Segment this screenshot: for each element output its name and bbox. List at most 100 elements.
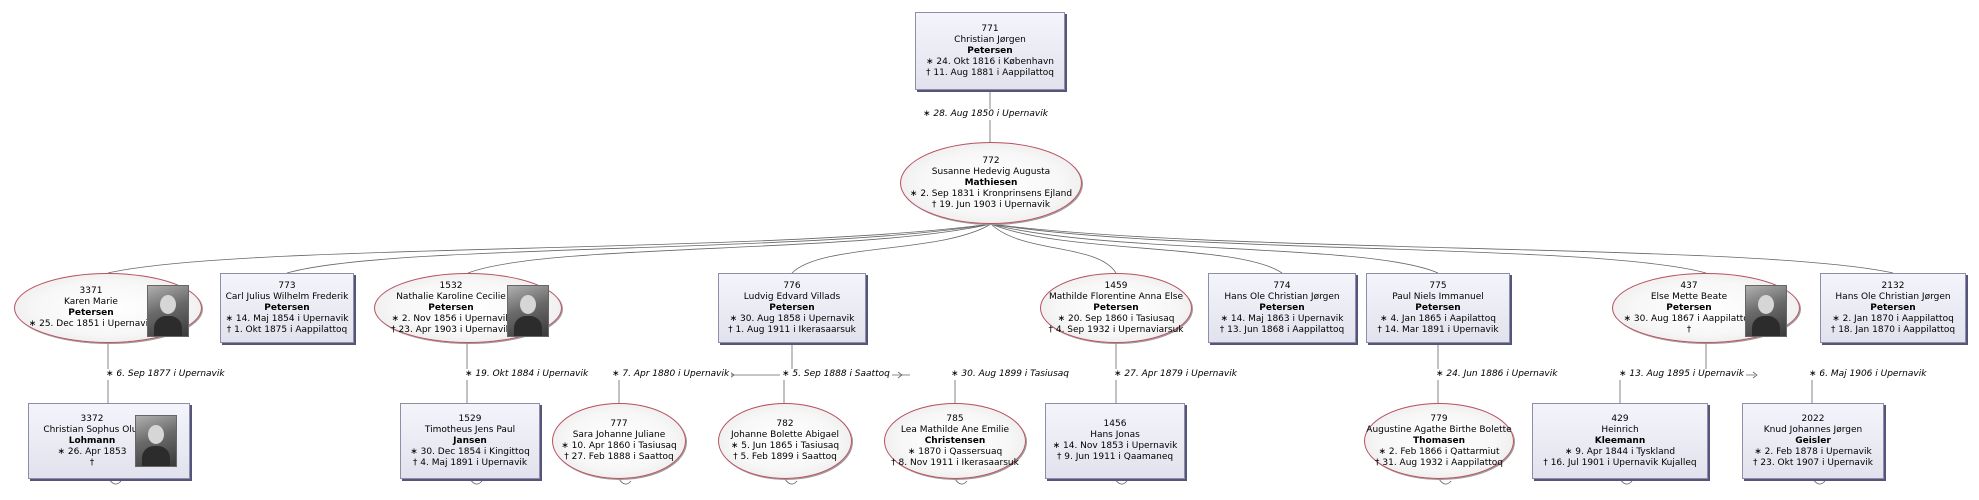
person-id: 2132: [1881, 280, 1905, 291]
birth-info: ∗ 2. Jan 1870 i Aappilattoq: [1832, 313, 1954, 324]
death-info: †: [1686, 324, 1692, 335]
death-info: † 5. Feb 1899 i Saattoq: [733, 452, 837, 462]
given-names: Christian Jørgen: [954, 34, 1026, 45]
person-id: 1532: [439, 280, 463, 291]
person-id: 771: [981, 23, 999, 34]
given-names: Sara Johanne Juliane: [572, 430, 666, 440]
given-names: Karen Marie: [64, 297, 118, 307]
death-info: † 27. Feb 1888 i Saattoq: [564, 452, 674, 462]
given-names: Paul Niels Immanuel: [1392, 291, 1484, 302]
birth-info: ∗ 14. Maj 1854 i Upernavik: [225, 313, 349, 324]
person-id: 774: [1273, 280, 1291, 291]
birth-info: ∗ 20. Sep 1860 i Tasiusaq: [1057, 313, 1175, 324]
death-info: † 1. Okt 1875 i Aappilattoq: [226, 324, 348, 335]
hook-3372: [108, 478, 122, 485]
birth-info: ∗ 26. Apr 1853: [57, 446, 127, 457]
death-info: † 9. Jun 1911 i Qaamaneq: [1056, 452, 1174, 462]
surname: Jansen: [453, 435, 487, 446]
portrait-photo: [147, 285, 189, 337]
given-names: Johanne Bolette Abigael: [731, 430, 839, 440]
surname: Mathiesen: [964, 177, 1018, 188]
link-772-1532: [467, 223, 992, 274]
death-info: † 23. Okt 1907 i Upernavik: [1753, 457, 1873, 468]
surname: Kleemann: [1594, 435, 1646, 446]
surname: Petersen: [1259, 302, 1305, 313]
link-772-2132: [990, 223, 1894, 274]
marriage-label: ∗ 13. Aug 1895 i Upernavik: [1617, 369, 1746, 380]
link-772-437: [990, 223, 1707, 274]
death-info: † 16. Jul 1901 i Upernavik Kujalleq: [1543, 457, 1697, 468]
birth-info: ∗ 1870 i Qassersuaq: [907, 446, 1003, 457]
death-info: † 11. Aug 1881 i Aappilattoq: [926, 67, 1054, 78]
birth-info: ∗ 30. Aug 1858 i Upernavik: [729, 313, 855, 324]
portrait-photo: [1745, 285, 1787, 337]
death-info: † 19. Jun 1903 i Upernavik: [931, 199, 1051, 210]
birth-info: ∗ 14. Maj 1863 i Upernavik: [1220, 313, 1344, 324]
given-names: Hans Ole Christian Jørgen: [1835, 291, 1951, 302]
birth-info: ∗ 4. Jan 1865 i Aapilattoq: [1380, 313, 1496, 324]
person-id: 775: [1429, 280, 1447, 291]
surname: Petersen: [1666, 302, 1712, 313]
person-id: 437: [1680, 280, 1698, 291]
given-names: Hans Jonas: [1090, 430, 1140, 440]
surname: Petersen: [1415, 302, 1461, 313]
portrait-body: [1752, 316, 1780, 336]
birth-info: ∗ 5. Jun 1865 i Tasiusaq: [730, 441, 840, 451]
death-info: † 8. Nov 1911 i Ikerasaarsuk: [891, 457, 1019, 468]
surname: Lohmann: [68, 435, 116, 446]
portrait-head: [1758, 295, 1774, 314]
birth-info: ∗ 2. Feb 1866 i Qattarmiut: [1378, 446, 1500, 457]
surname: Christensen: [924, 435, 986, 446]
birth-info: ∗ 25. Dec 1851 i Upernavik: [28, 319, 154, 329]
person-id: 1459: [1104, 280, 1128, 291]
death-info: † 4. Maj 1891 i Upernavik: [412, 457, 528, 468]
person-id: 1456: [1103, 419, 1127, 429]
given-names: Timotheus Jens Paul: [424, 424, 516, 435]
death-info: †: [89, 457, 95, 468]
marriage-label: ∗ 28. Aug 1850 i Upernavik: [921, 109, 1050, 120]
person-id: 782: [776, 419, 794, 429]
person-id: 1529: [458, 413, 482, 424]
hook-1529: [469, 478, 483, 485]
person-id: 776: [783, 280, 801, 291]
person-id: 2022: [1801, 413, 1825, 424]
link-772-776: [791, 223, 992, 274]
hook-777: [618, 478, 632, 485]
birth-info: ∗ 9. Apr 1844 i Tyskland: [1564, 446, 1676, 457]
portrait-body: [142, 446, 170, 466]
hook-785: [954, 478, 968, 485]
surname: Petersen: [1093, 302, 1139, 313]
death-info: † 18. Jan 1870 i Aappilattoq: [1830, 324, 1956, 335]
portrait-photo: [507, 285, 549, 337]
link-772-774: [990, 223, 1283, 274]
surname: Petersen: [769, 302, 815, 313]
given-names: Hans Ole Christian Jørgen: [1224, 291, 1340, 302]
marriage-label: ∗ 5. Sep 1888 i Saattoq: [780, 369, 892, 380]
given-names: Knud Johannes Jørgen: [1763, 424, 1863, 435]
death-info: † 1. Aug 1911 i Ikerasaarsuk: [728, 324, 856, 335]
given-names: Mathilde Florentine Anna Else: [1048, 291, 1184, 302]
marriage-label: ∗ 30. Aug 1899 i Tasiusaq: [949, 369, 1072, 380]
marriage-label: ∗ 6. Sep 1877 i Upernavik: [104, 369, 227, 380]
link-772-1459: [990, 223, 1117, 274]
